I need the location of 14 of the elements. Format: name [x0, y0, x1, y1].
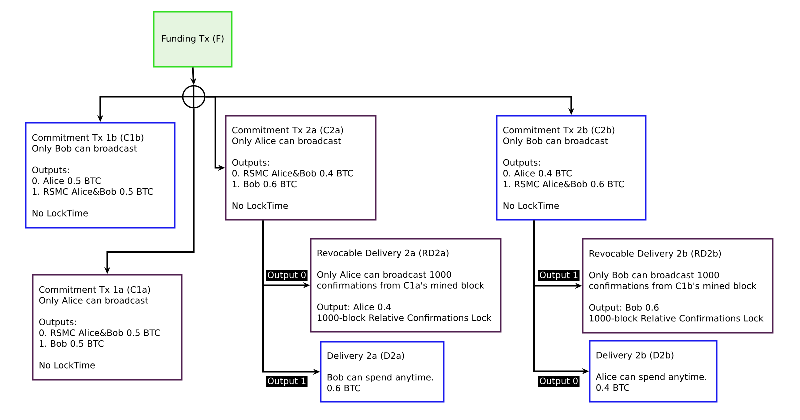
transaction-box: Commitment Tx 2a (C2a) Only Alice can broadcast Outputs: 0. RSMC Alice&Bob 0.4 BTC 1. Bob 0.6 BTC No LockTime [225, 115, 377, 221]
transaction-box: Commitment Tx 1a (C1a) Only Alice can broadcast Outputs: 0. RSMC Alice&Bob 0.5 BTC 1. Bob 0.5 BTC No LockTime [32, 274, 183, 381]
transaction-box: Commitment Tx 2b (C2b) Only Bob can broadcast Outputs: 0. Alice 0.4 BTC 1. RSMC Alice&Bob 0.6 BTC No LockTime [496, 115, 647, 221]
junction-circle [182, 85, 206, 109]
edge-label: Output 1 [266, 376, 308, 388]
transaction-box: Revocable Delivery 2a (RD2a) Only Alice can broadcast 1000 confirmations from C1a's mined block Output: Alice 0.4 1000-block Relative Confirmations Lock [310, 238, 502, 333]
edge-label: Output 1 [538, 270, 580, 282]
transaction-box: Delivery 2a (D2a) Bob can spend anytime. 0.6 BTC [320, 341, 445, 403]
transaction-box: Funding Tx (F) [153, 11, 233, 68]
edge-label: Output 0 [538, 376, 580, 388]
transaction-box: Revocable Delivery 2b (RD2b) Only Bob can broadcast 1000 confirmations from C1b's mined block Output: Bob 0.6 1000-block Relative Confirmations Lock [582, 238, 774, 334]
transaction-box: Commitment Tx 1b (C1b) Only Bob can broadcast Outputs: 0. Alice 0.5 BTC 1. RSMC Alice&Bob 0.5 BTC No LockTime [25, 122, 176, 229]
transaction-box: Delivery 2b (D2b) Alice can spend anytime. 0.4 BTC [589, 340, 718, 403]
edge-label: Output 0 [266, 270, 308, 282]
